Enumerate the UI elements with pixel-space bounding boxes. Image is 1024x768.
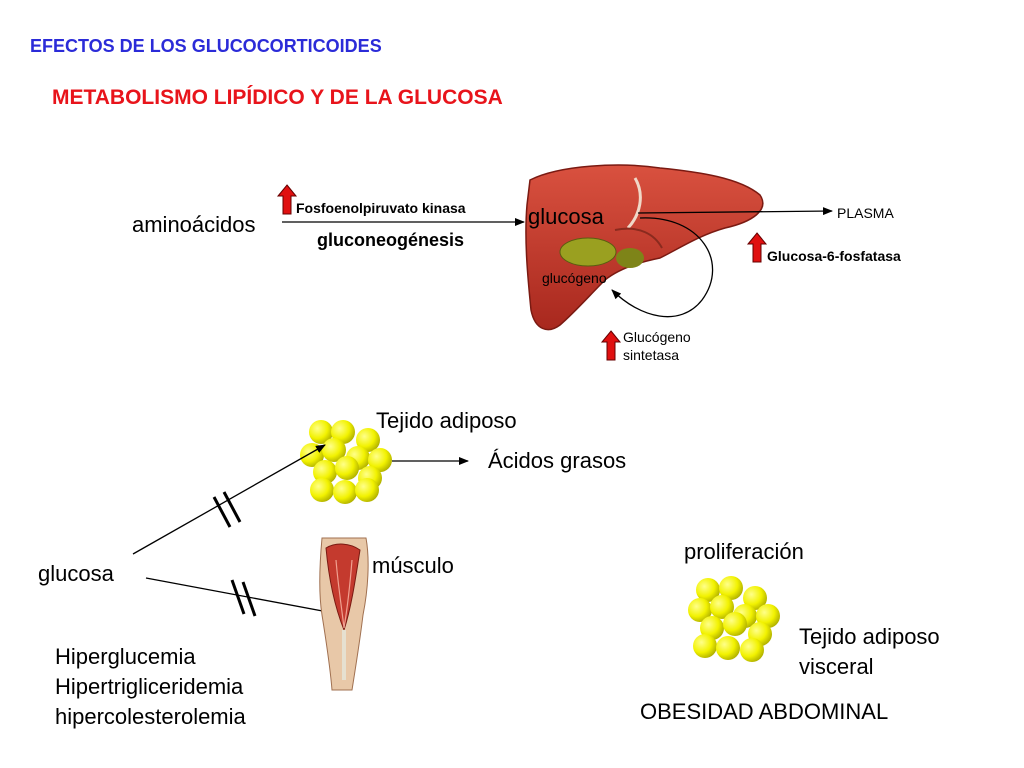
section-title: METABOLISMO LIPÍDICO Y DE LA GLUCOSA xyxy=(52,86,503,109)
glycogen-label: glucógeno xyxy=(542,270,607,286)
effect-hypercholesterolemia: hipercolesterolemia xyxy=(55,704,247,729)
aminoacids-label: aminoácidos xyxy=(132,212,256,237)
glycogen-synthase-label-2: sintetasa xyxy=(623,347,679,363)
glucose-to-muscle-arrow xyxy=(145,577,345,618)
visceral-tissue-label-1: Tejido adiposo xyxy=(799,624,940,649)
up-arrow-icon xyxy=(601,330,621,361)
visceral-tissue-label-2: visceral xyxy=(799,654,874,679)
liver-glucose-label: glucosa xyxy=(528,204,605,229)
glycogen-synthesis-arrow xyxy=(611,217,714,318)
fat-cells-image xyxy=(688,576,780,662)
muscle-label: músculo xyxy=(372,553,454,578)
effect-hyperglycemia: Hiperglucemia xyxy=(55,644,196,669)
gluconeogenesis-label: gluconeogénesis xyxy=(317,230,464,250)
fat-cells-image xyxy=(300,420,392,504)
proliferation-label: proliferación xyxy=(684,539,804,564)
plasma-arrow xyxy=(637,207,833,216)
glucose-6-phosphatase-label: Glucosa-6-fosfatasa xyxy=(767,248,901,264)
header-title: EFECTOS DE LOS GLUCOCORTICOIDES xyxy=(30,36,382,56)
leg-muscle-image xyxy=(319,537,369,691)
enzyme-label: Fosfoenolpiruvato kinasa xyxy=(296,200,466,216)
block-mark xyxy=(222,491,242,523)
block-mark xyxy=(212,496,232,528)
block-mark xyxy=(241,581,257,617)
glycogen-synthase-label-1: Glucógeno xyxy=(623,329,691,345)
up-arrow-icon xyxy=(277,184,297,215)
block-mark xyxy=(230,579,246,615)
fatty-acids-label: Ácidos grasos xyxy=(488,448,626,473)
up-arrow-icon xyxy=(747,232,767,263)
peripheral-glucose-label: glucosa xyxy=(38,561,115,586)
adipose-label: Tejido adiposo xyxy=(376,408,517,433)
abdominal-obesity-label: OBESIDAD ABDOMINAL xyxy=(640,699,888,724)
plasma-label: PLASMA xyxy=(837,205,894,221)
effect-hypertriglyceridemia: Hipertrigliceridemia xyxy=(55,674,244,699)
liver-image xyxy=(525,164,764,331)
